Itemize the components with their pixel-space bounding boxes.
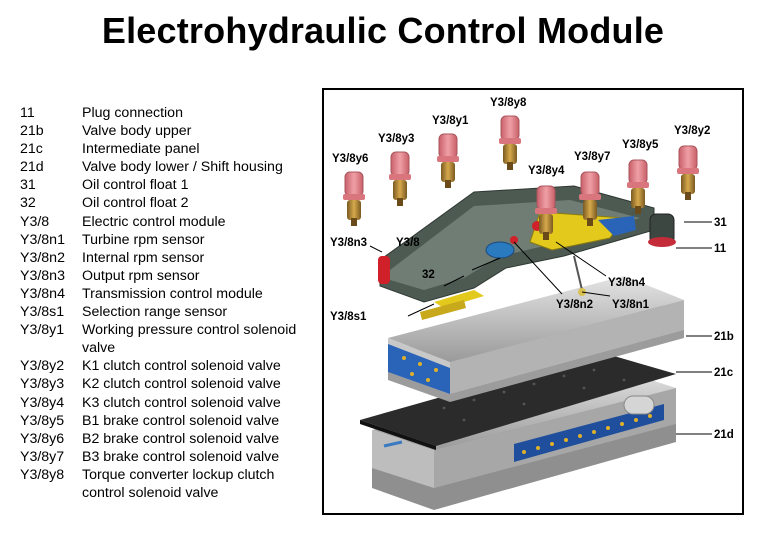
legend-item: Y3/8y6 B2 brake control solenoid valve xyxy=(20,430,320,448)
legend-code: Y3/8 xyxy=(20,213,50,230)
legend-code: Y3/8y4 xyxy=(20,394,65,411)
legend-code: 21b xyxy=(20,123,44,140)
legend-code: 31 xyxy=(20,177,36,194)
callout-21d: 21d xyxy=(714,429,734,441)
legend-description: Plug connection xyxy=(82,105,183,121)
legend-description: Turbine rpm sensor xyxy=(82,231,205,248)
solenoid-valve xyxy=(677,145,699,200)
callout-y3-8n3: Y3/8n3 xyxy=(330,237,367,249)
legend-item: 21d Valve body lower / Shift housing xyxy=(20,158,320,176)
legend-item: Y3/8 Electric control module xyxy=(20,213,320,231)
legend-description: Intermediate panel xyxy=(82,141,200,158)
legend-item: Y3/8y3 K2 clutch control solenoid valve xyxy=(20,375,320,393)
callout-y3-8n2: Y3/8n2 xyxy=(556,299,593,311)
legend-item: Y3/8n3 Output rpm sensor xyxy=(20,267,320,285)
callout-y3-8y5: Y3/8y5 xyxy=(622,139,659,151)
callout-y3-8y3: Y3/8y3 xyxy=(378,133,414,145)
solenoid-valve xyxy=(579,171,601,226)
legend-item: Y3/8s1 Selection range sensor xyxy=(20,303,320,321)
callout-y3-8: Y3/8 xyxy=(396,237,420,249)
legend-item: 32 Oil control float 2 xyxy=(20,194,320,212)
legend-code: Y3/8y7 xyxy=(20,448,65,465)
legend-description: Oil control float 2 xyxy=(82,195,189,212)
callout-32: 32 xyxy=(422,269,435,281)
legend-description: Oil control float 1 xyxy=(82,177,189,194)
module-illustration: Y3/8y8 Y3/8y1 Y3/8y3 Y3/8y2 Y3/8y5 Y3/8y… xyxy=(330,97,734,510)
legend-code: Y3/8n4 xyxy=(20,285,65,302)
legend-code: 21c xyxy=(20,141,43,158)
callout-y3-8y6: Y3/8y6 xyxy=(332,153,368,165)
solenoid-valves xyxy=(343,115,699,240)
legend-code: Y3/8y8 xyxy=(20,466,65,483)
legend-item: Y3/8n4 Transmission control module xyxy=(20,285,320,303)
legend-code: Y3/8n1 xyxy=(20,231,65,248)
callout-y3-8s1: Y3/8s1 xyxy=(330,311,367,323)
legend-description: K2 clutch control solenoid valve xyxy=(82,376,281,393)
legend-item: Y3/8n1 Turbine rpm sensor xyxy=(20,231,320,249)
callout-y3-8y1: Y3/8y1 xyxy=(432,115,469,127)
legend-code: Y3/8y5 xyxy=(20,412,65,429)
solenoid-valve xyxy=(389,151,411,206)
solenoid-valve xyxy=(437,133,459,188)
callout-y3-8y2: Y3/8y2 xyxy=(674,125,710,137)
legend-description: Working pressure control solenoid valve xyxy=(82,322,297,357)
leader-lines xyxy=(369,221,712,435)
valve-body-upper xyxy=(388,276,684,402)
legend-description: Torque converter lockup clutch control s… xyxy=(82,466,275,501)
legend-description: Internal rpm sensor xyxy=(82,249,205,266)
legend-description: Transmission control module xyxy=(82,285,263,302)
callout-11: 11 xyxy=(714,243,727,255)
legend-item: 21c Intermediate panel xyxy=(20,140,320,158)
legend-code: Y3/8n2 xyxy=(20,249,65,266)
legend-item: 31 Oil control float 1 xyxy=(20,176,320,194)
legend-description: K3 clutch control solenoid valve xyxy=(82,394,281,411)
solenoid-valve xyxy=(343,171,365,226)
legend-description: B3 brake control solenoid valve xyxy=(82,448,280,465)
legend-code: Y3/8y6 xyxy=(20,430,65,447)
callout-y3-8y8: Y3/8y8 xyxy=(490,97,527,109)
legend-code: Y3/8y1 xyxy=(20,322,65,339)
callout-y3-8n1: Y3/8n1 xyxy=(612,299,650,311)
diagram-panel: Y3/8y8 Y3/8y1 Y3/8y3 Y3/8y2 Y3/8y5 Y3/8y… xyxy=(322,88,744,515)
legend-item: 21b Valve body upper xyxy=(20,122,320,140)
legend-description: Valve body lower / Shift housing xyxy=(82,159,283,176)
intermediate-panel xyxy=(360,352,676,450)
legend-item: Y3/8n2 Internal rpm sensor xyxy=(20,249,320,267)
callout-21b: 21b xyxy=(714,331,734,343)
legend-item: Y3/8y4 K3 clutch control solenoid valve xyxy=(20,394,320,412)
legend-description: B1 brake control solenoid valve xyxy=(82,412,280,429)
legend-code: Y3/8n3 xyxy=(20,267,65,284)
legend-code: Y3/8y2 xyxy=(20,358,65,375)
legend-item: Y3/8y7 B3 brake control solenoid valve xyxy=(20,448,320,466)
legend-description: Output rpm sensor xyxy=(82,267,200,284)
legend-item: Y3/8y1 Working pressure control solenoid … xyxy=(20,321,320,357)
solenoid-valve xyxy=(627,159,649,214)
legend-description: K1 clutch control solenoid valve xyxy=(82,358,281,375)
solenoid-valve xyxy=(535,185,557,240)
legend-item: Y3/8y8 Torque converter lockup clutch con… xyxy=(20,466,320,502)
callout-21c: 21c xyxy=(714,367,734,379)
legend-description: Selection range sensor xyxy=(82,304,228,321)
legend-item: Y3/8y5 B1 brake control solenoid valve xyxy=(20,412,320,430)
legend-item: Y3/8y2 K1 clutch control solenoid valve xyxy=(20,357,320,375)
legend-code: Y3/8s1 xyxy=(20,304,65,321)
legend-description: Valve body upper xyxy=(82,123,192,140)
legend-item: 11 Plug connection xyxy=(20,104,320,122)
callout-y3-8y7: Y3/8y7 xyxy=(574,151,610,163)
legend-code: 32 xyxy=(20,195,36,212)
legend-description: Electric control module xyxy=(82,213,226,230)
legend-code: Y3/8y3 xyxy=(20,376,65,393)
callout-y3-8n4: Y3/8n4 xyxy=(608,277,646,289)
callout-y3-8y4: Y3/8y4 xyxy=(528,165,565,177)
callout-31: 31 xyxy=(714,217,727,229)
callout-labels: Y3/8y8 Y3/8y1 Y3/8y3 Y3/8y2 Y3/8y5 Y3/8y… xyxy=(330,97,734,441)
legend-code: 21d xyxy=(20,159,44,176)
legend-description: B2 brake control solenoid valve xyxy=(82,430,280,447)
legend-code: 11 xyxy=(20,105,35,121)
solenoid-valve xyxy=(499,115,521,170)
page-title: Electrohydraulic Control Module xyxy=(101,10,665,51)
